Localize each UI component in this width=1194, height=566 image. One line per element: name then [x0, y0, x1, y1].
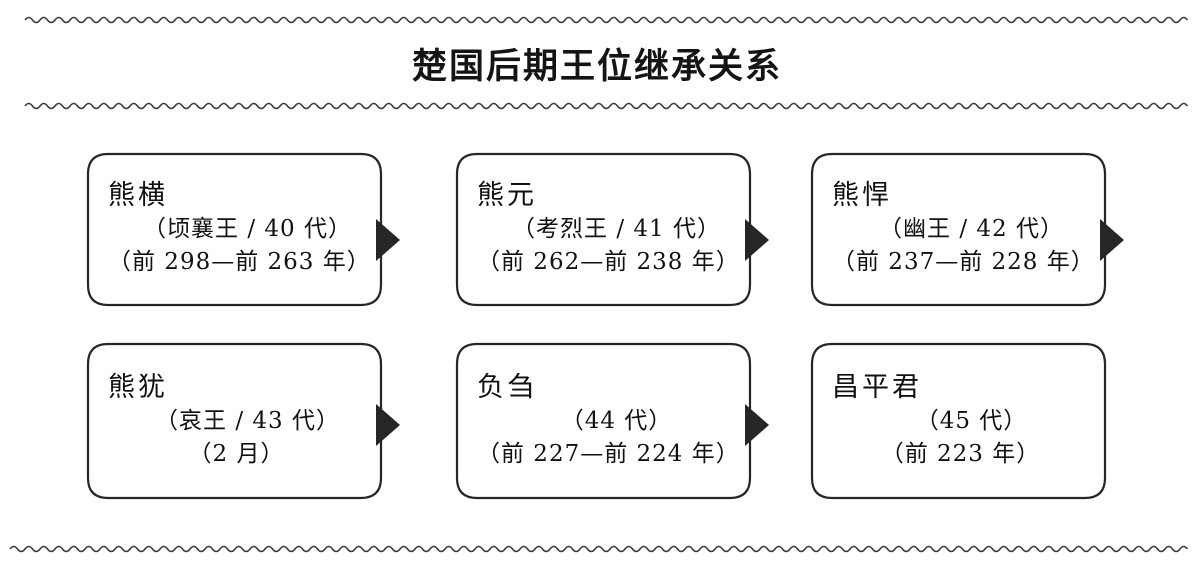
succession-arrow-4: [376, 404, 400, 446]
node-title-line: （考烈王 / 41 代）: [512, 216, 721, 243]
node-title-line: （45 代）: [915, 407, 1028, 434]
succession-arrow-2: [745, 219, 769, 261]
page-title: 楚国后期王位继承关系: [411, 46, 782, 87]
node-content: 昌平君 （45 代） （前 223 年）: [810, 342, 1107, 500]
node-frame: [86, 342, 383, 500]
node-name: 熊犹: [108, 371, 168, 403]
node-king-1[interactable]: 熊横 （顷襄王 / 40 代） （前 298—前 263 年）: [86, 152, 383, 307]
node-frame: [455, 152, 752, 307]
succession-arrow-3: [1100, 219, 1124, 261]
succession-arrow-5: [745, 404, 769, 446]
node-reign-line: （2 月）: [188, 440, 285, 467]
node-frame: [810, 152, 1107, 307]
node-name: 负刍: [477, 371, 537, 403]
node-name: 昌平君: [832, 371, 922, 403]
node-reign-line: （前 262—前 238 年）: [477, 249, 740, 276]
node-king-4[interactable]: 熊犹 （哀王 / 43 代） （2 月）: [86, 342, 383, 500]
node-title-line: （44 代）: [560, 407, 673, 434]
node-reign-line: （前 227—前 224 年）: [477, 440, 740, 467]
node-frame: [810, 342, 1107, 500]
node-content: 熊悍 （幽王 / 42 代） （前 237—前 228 年）: [810, 152, 1107, 307]
node-title-line: （顷襄王 / 40 代）: [143, 216, 352, 243]
node-king-6[interactable]: 昌平君 （45 代） （前 223 年）: [810, 342, 1107, 500]
succession-arrow-1: [376, 219, 400, 261]
node-king-3[interactable]: 熊悍 （幽王 / 42 代） （前 237—前 228 年）: [810, 152, 1107, 307]
node-title-line: （幽王 / 42 代）: [879, 216, 1064, 243]
node-king-5[interactable]: 负刍 （44 代） （前 227—前 224 年）: [455, 342, 752, 500]
node-content: 负刍 （44 代） （前 227—前 224 年）: [455, 342, 752, 500]
node-title-line: （哀王 / 43 代）: [155, 407, 340, 434]
node-reign-line: （前 223 年）: [880, 440, 1041, 467]
node-reign-line: （前 298—前 263 年）: [108, 249, 371, 276]
node-content: 熊犹 （哀王 / 43 代） （2 月）: [86, 342, 383, 500]
node-content: 熊横 （顷襄王 / 40 代） （前 298—前 263 年）: [86, 152, 383, 307]
node-name: 熊元: [477, 180, 537, 212]
node-frame: [455, 342, 752, 500]
node-frame: [86, 152, 383, 307]
node-king-2[interactable]: 熊元 （考烈王 / 41 代） （前 262—前 238 年）: [455, 152, 752, 307]
node-reign-line: （前 237—前 228 年）: [832, 249, 1095, 276]
node-content: 熊元 （考烈王 / 41 代） （前 262—前 238 年）: [455, 152, 752, 307]
node-name: 熊横: [108, 180, 168, 212]
node-name: 熊悍: [832, 180, 892, 212]
